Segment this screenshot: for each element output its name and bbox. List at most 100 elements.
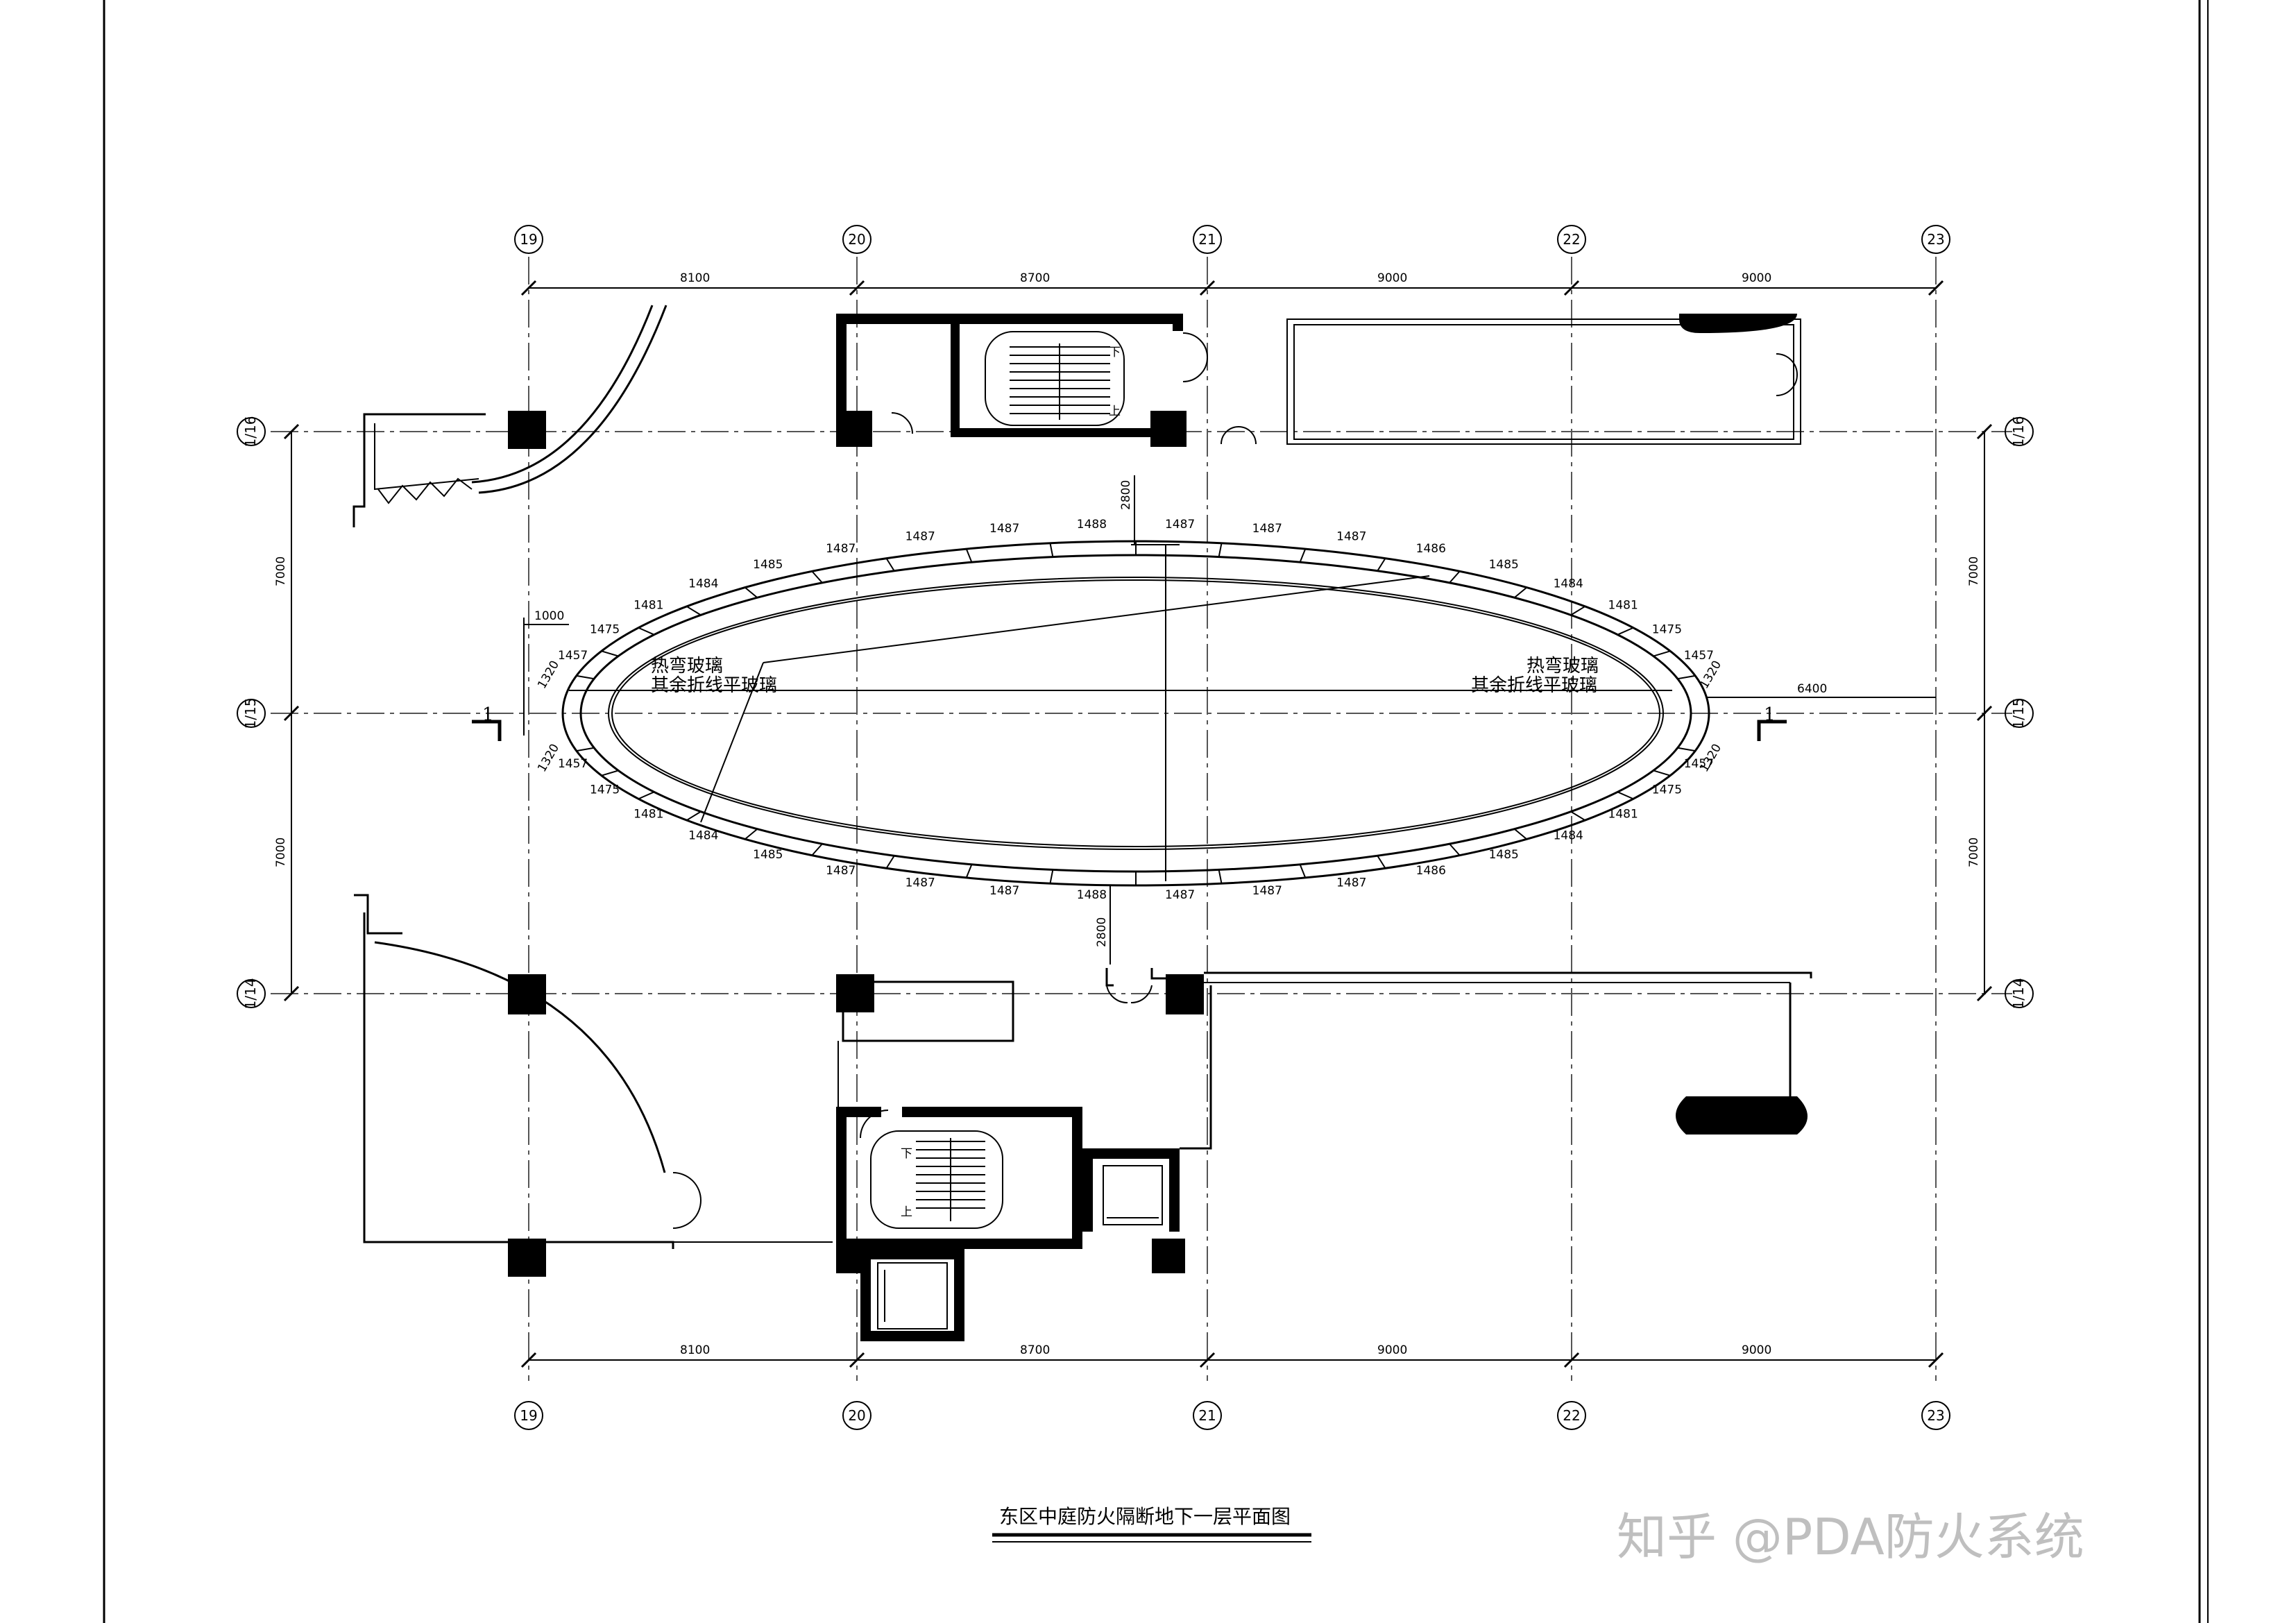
ring-tick [638,627,655,636]
ring-segment-label: 1481 [1608,807,1638,821]
ring-segment-label: 1475 [1652,783,1682,797]
offset-dims: 1000 6400 2800 2800 [523,475,1936,965]
ring-segment-label: 1457 [558,649,588,663]
dim-label: 9000 [1742,271,1771,285]
section-label: 1 [1764,704,1776,725]
door-swing [1221,426,1239,445]
axis-label: 1/16 [242,416,259,448]
ring-segment-label: 1457 [558,757,588,771]
ring-segment-label: 1485 [753,848,783,862]
ring-segment-label: 1481 [633,807,663,821]
sofa-shape [1679,314,1797,333]
axis-bubble [1921,1401,1950,1430]
door-swing [1776,374,1798,396]
axis-bubble [237,699,266,728]
stair-up-mark: 上 [901,1205,912,1219]
ring-tick [638,791,655,800]
stair-core-south: 下 上 [836,974,1185,1341]
ring-tick [1449,570,1461,584]
ring-tick [1218,869,1223,884]
ring-segment-label: 1487 [1165,888,1195,902]
ring-segment-label: 1487 [989,522,1019,536]
ring-segment-label: 1486 [1416,542,1446,556]
room-south-east [1105,968,1812,1150]
dim-label: 7000 [1967,556,1981,586]
ring-tick [811,570,823,584]
axis-label: 23 [1927,1407,1944,1424]
axis-bubble [1557,225,1586,254]
grid-bubbles-top: 19 20 21 22 23 [514,225,1950,254]
ring-tick [1377,855,1386,869]
ring-tick [686,810,701,821]
ring-tick [1049,543,1054,557]
axis-label: 20 [848,1407,865,1424]
axis-label: 1/15 [2010,698,2027,729]
ring-end-label: 1320 [535,658,562,691]
axis-bubble [1193,225,1222,254]
ring-segment-label: 1487 [905,876,935,890]
stair-down-mark: 下 [1109,346,1121,359]
ring-tick [965,548,973,563]
dim-label: 9000 [1377,1343,1407,1357]
section-mark-left: 1 [472,704,502,741]
axis-label: 22 [1563,1407,1580,1424]
ring-segment-label: 1488 [1077,518,1107,532]
ring-tick [1299,864,1307,878]
note-right-line1: 热弯玻璃 [1527,656,1599,677]
dim-label: 8100 [680,271,710,285]
axis-bubble [842,225,871,254]
ring-tick [745,828,758,840]
ring-tick [1570,810,1585,821]
ring-tick [811,843,823,856]
ring-tick [1299,548,1307,563]
ring-segment-label: 1457 [1684,649,1714,663]
ring-tick [1617,791,1634,800]
note-right-line2: 其余折线平玻璃 [1471,675,1597,696]
stair-treads [916,1138,985,1221]
axis-label: 19 [520,1407,537,1424]
dim-label: 8700 [1020,271,1050,285]
note-left-line2: 其余折线平玻璃 [651,675,777,696]
ring-tick [576,747,595,752]
section-mark-right: 1 [1757,704,1787,741]
dim-label: 7000 [274,838,288,867]
dim-label: 2800 [1119,480,1133,510]
ring-tick [1218,543,1223,557]
ring-tick [885,855,895,869]
ring-tick [1513,586,1527,599]
door-swing [1106,985,1128,1004]
axis-bubble [2005,979,2034,1008]
ring-segment-label: 1487 [826,542,856,556]
dim-label: 7000 [1967,838,1981,867]
room-north-west [352,305,667,527]
dimension-chain-bottom: 8100 8700 9000 9000 [520,1343,1944,1368]
watermark: 知乎 @PDA防火系统 [1617,1508,2084,1566]
axis-label: 23 [1927,231,1944,248]
axis-bubble [514,225,543,254]
ring-tick [1049,869,1054,884]
ring-segment-label: 1475 [1652,623,1682,637]
grid-bubbles-rows: 1/16 1/15 1/14 1/16 1/15 1/14 [237,416,2034,1010]
axis-bubble [1557,1401,1586,1430]
ring-tick [1377,558,1386,572]
ring-segment-label: 1475 [590,783,620,797]
ring-tick [1677,747,1696,752]
room-south-west [354,894,833,1277]
axis-label: 1/14 [2010,978,2027,1010]
section-label: 1 [482,704,494,725]
ring-segment-label: 1484 [688,577,718,590]
stair-up-mark: 上 [1109,405,1121,418]
ring-segment-label: 1481 [1608,599,1638,613]
dim-label: 2800 [1095,917,1109,947]
ring-segment-label: 1487 [1336,530,1366,544]
dimension-chain-right: 7000 7000 [1967,423,1993,1002]
ring-segment-label: 1487 [1165,518,1195,532]
axis-label: 21 [1198,1407,1216,1424]
ring-segment-label: 1487 [905,530,935,544]
note-left-line1: 热弯玻璃 [651,656,723,677]
axis-label: 1/16 [2010,416,2027,448]
door-swing [860,1110,889,1139]
axis-label: 1/15 [242,698,259,729]
